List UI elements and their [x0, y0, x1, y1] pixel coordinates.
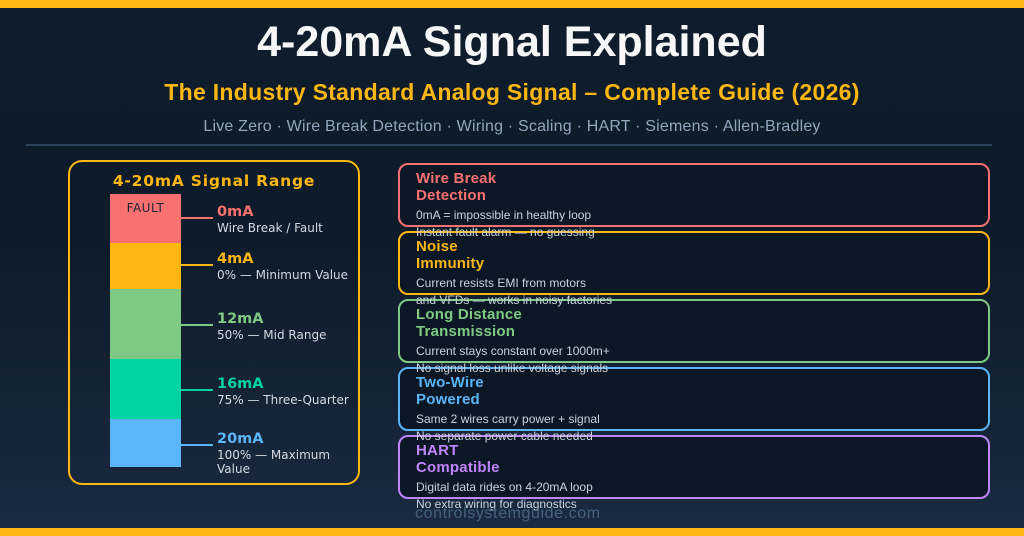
header-divider	[26, 144, 992, 146]
card-title: Wire Break Detection	[416, 170, 497, 204]
mark-description: 100% — Maximum Value	[217, 448, 331, 476]
tick-mark	[180, 264, 213, 266]
card-body-line: No separate power cable needed	[416, 428, 593, 443]
mark-value: 4mA	[217, 251, 254, 267]
signal-range-title: 4-20mA Signal Range	[112, 172, 316, 190]
bar-segment-mid	[110, 289, 181, 359]
tick-mark	[180, 217, 213, 219]
page-title: 4-20mA Signal Explained	[257, 18, 767, 66]
scale-mark-4ma: 4mA 0% — Minimum Value	[180, 251, 360, 282]
signal-range-panel: 4-20mA Signal Range FAULT 0mA Wire Break…	[68, 160, 360, 485]
card-body: Same 2 wires carry power + signal No sep…	[416, 411, 972, 444]
card-body-line: Same 2 wires carry power + signal	[416, 412, 600, 426]
mark-value: 16mA	[217, 376, 264, 392]
scale-mark-20ma: 20mA 100% — Maximum Value	[180, 431, 360, 476]
card-noise-immunity: Noise Immunity Current resists EMI from …	[398, 231, 990, 307]
card-wire-break-detection: Wire Break Detection 0mA = impossible in…	[398, 163, 990, 239]
card-title: Noise Immunity	[416, 238, 485, 272]
mark-description: 0% — Minimum Value	[217, 268, 349, 282]
bar-segment-maximum	[110, 419, 181, 467]
mark-value: 20mA	[217, 431, 264, 447]
card-body-line: Digital data rides on 4-20mA loop	[416, 480, 593, 494]
bar-segment-three-quarter	[110, 359, 181, 419]
bottom-accent-bar	[0, 528, 1024, 536]
scale-mark-12ma: 12mA 50% — Mid Range	[180, 311, 360, 342]
top-accent-bar	[0, 0, 1024, 8]
mark-description: 75% — Three-Quarter	[217, 393, 349, 407]
header: 4-20mA Signal Explained The Industry Sta…	[0, 0, 1024, 136]
scale-mark-0ma: 0mA Wire Break / Fault	[180, 204, 360, 235]
card-body-line: and VFDs — works in noisy factories	[416, 292, 613, 307]
card-title: HART Compatible	[416, 442, 500, 476]
tick-mark	[180, 324, 213, 326]
card-body-line: Instant fault alarm — no guessing	[416, 224, 595, 239]
card-two-wire-powered: Two-Wire Powered Same 2 wires carry powe…	[398, 367, 990, 443]
signal-range-bar: FAULT	[110, 194, 181, 467]
card-body-line: No signal loss unlike voltage signals	[416, 360, 609, 375]
card-long-distance-transmission: Long Distance Transmission Current stays…	[398, 299, 990, 375]
benefit-cards-column: Wire Break Detection 0mA = impossible in…	[398, 163, 990, 511]
card-body-line: Current resists EMI from motors	[416, 276, 587, 290]
mark-value: 0mA	[217, 204, 254, 220]
tick-mark	[180, 389, 213, 391]
card-title: Long Distance Transmission	[416, 306, 522, 340]
fault-zone-label: FAULT	[126, 201, 165, 215]
card-body: Digital data rides on 4-20mA loop No ext…	[416, 479, 972, 512]
page-tagline: Live Zero · Wire Break Detection · Wirin…	[203, 118, 821, 135]
watermark: controlsystemguide.com	[415, 505, 601, 522]
tick-mark	[180, 444, 213, 446]
card-body-line: Current stays constant over 1000m+	[416, 344, 610, 358]
mark-description: 50% — Mid Range	[217, 328, 327, 342]
mark-description: Wire Break / Fault	[217, 221, 323, 235]
card-body: Current resists EMI from motors and VFDs…	[416, 275, 972, 308]
card-body-line: No extra wiring for diagnostics	[416, 496, 577, 511]
bar-segment-minimum	[110, 243, 181, 289]
card-body-line: 0mA = impossible in healthy loop	[416, 208, 592, 222]
card-body: 0mA = impossible in healthy loop Instant…	[416, 207, 972, 240]
bar-segment-fault: FAULT	[110, 194, 181, 243]
card-body: Current stays constant over 1000m+ No si…	[416, 343, 972, 376]
card-title: Two-Wire Powered	[416, 374, 484, 408]
mark-value: 12mA	[217, 311, 264, 327]
card-hart-compatible: HART Compatible Digital data rides on 4-…	[398, 435, 990, 511]
page-subtitle: The Industry Standard Analog Signal – Co…	[164, 79, 860, 105]
scale-mark-16ma: 16mA 75% — Three-Quarter	[180, 376, 360, 407]
